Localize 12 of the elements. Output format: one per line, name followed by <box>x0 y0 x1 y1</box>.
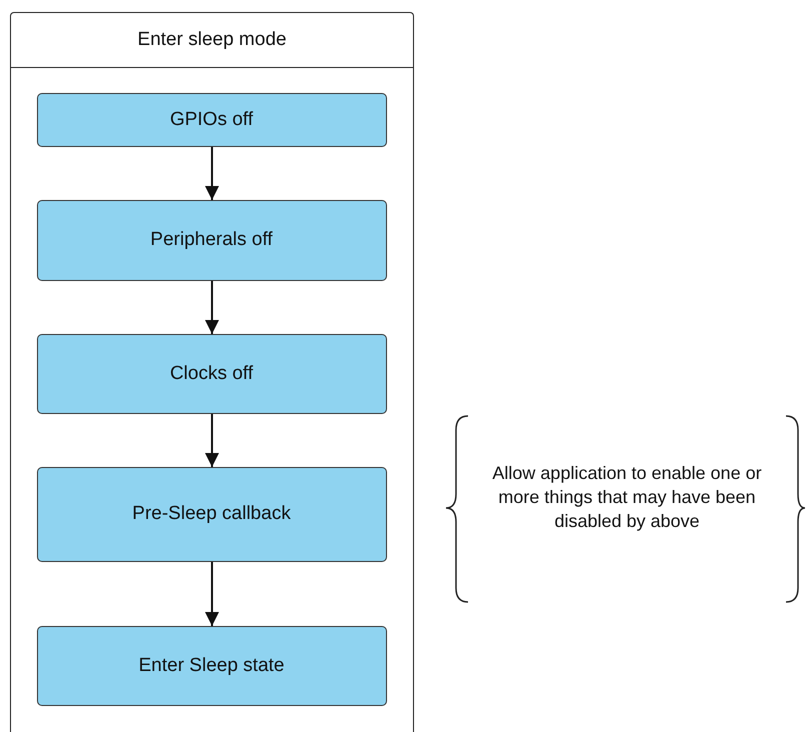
arrow <box>205 414 219 467</box>
process-box: Peripherals off <box>36 200 386 280</box>
arrow <box>205 562 219 626</box>
process-box: Clocks off <box>36 334 386 414</box>
arrow <box>205 281 219 334</box>
process-box: GPIOs off <box>36 92 386 146</box>
process-box: Enter Sleep state <box>36 626 386 706</box>
group-frame <box>10 12 414 732</box>
arrow <box>205 147 219 200</box>
note-text: Allow application to enable one or more things that may have been disabled by above <box>491 462 763 533</box>
group-title: Enter sleep mode <box>11 13 413 68</box>
process-box: Pre-Sleep callback <box>36 466 386 562</box>
